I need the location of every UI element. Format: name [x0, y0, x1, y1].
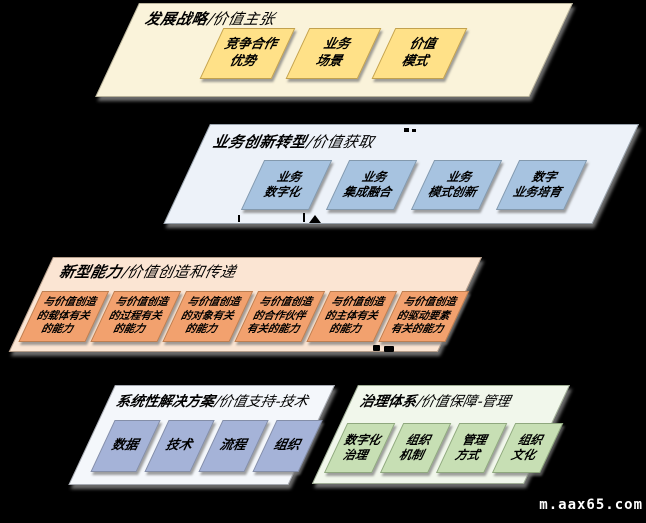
- connector-label-fragment: [384, 346, 394, 352]
- panel-title: 系统性解决方案/价值支持-技术: [113, 391, 314, 411]
- panel-title-main: 系统性解决方案: [113, 394, 219, 410]
- panel-title: 新型能力/价值创造和传递: [56, 261, 242, 282]
- connector-stem: [238, 215, 240, 222]
- box-text-line: 数字化: [342, 433, 385, 447]
- panel-governance-system: 治理体系/价值保障-管理 数字化治理组织机制管理方式组织文化: [311, 385, 570, 484]
- box-text-line: 的能力: [111, 323, 149, 336]
- business-innovation-box: 业务数字化: [240, 160, 333, 210]
- box-text-line: 组织: [516, 433, 547, 447]
- box-text-line: 机制: [397, 448, 428, 462]
- box-text-line: 业务: [275, 170, 306, 184]
- box-text-line: 业务: [445, 170, 476, 184]
- box-text-line: 的合作伙伴: [251, 309, 310, 322]
- box-text-line: 业务: [360, 170, 391, 184]
- box-text-line: 集成融合: [341, 185, 396, 199]
- box-text-line: 与价值创造: [41, 296, 100, 309]
- panel-title-main: 业务创新转型: [210, 133, 312, 151]
- business-innovation-box: 业务模式创新: [410, 160, 503, 210]
- panel-new-capabilities: 新型能力/价值创造和传递 与价值创造的载体有关的能力与价值创造的过程有关的能力与…: [8, 257, 482, 352]
- box-text-line: 有关的能力: [388, 323, 447, 336]
- box-text-line: 与价值创造: [185, 296, 244, 309]
- box-text-line: 优势: [227, 53, 261, 69]
- box-text-line: 的能力: [183, 323, 221, 336]
- box-text-line: 业务: [321, 37, 355, 53]
- box-text-line: 与价值创造: [329, 296, 388, 309]
- connector-mark: [412, 129, 416, 132]
- panel-title-main: 治理体系: [357, 394, 421, 410]
- business-innovation-box: 业务集成融合: [325, 160, 418, 210]
- box-text-line: 的驱动要素: [395, 309, 454, 322]
- box-row: 与价值创造的载体有关的能力与价值创造的过程有关的能力与价值创造的对象有关的能力与…: [18, 291, 470, 342]
- box-text-line: 组织: [271, 437, 305, 453]
- box-text-line: 场景: [313, 53, 347, 69]
- box-text-line: 与价值创造: [257, 296, 316, 309]
- development-strategy-box: 价值模式: [371, 28, 468, 79]
- connector-mark: [404, 128, 409, 132]
- box-row: 数字化治理组织机制管理方式组织文化: [323, 423, 564, 473]
- box-text-line: 有关的能力: [244, 323, 303, 336]
- box-row: 竞争合作优势业务场景价值模式: [199, 28, 468, 79]
- box-text-line: 数字化: [262, 185, 305, 199]
- box-text-line: 流程: [217, 437, 251, 453]
- connector-label-fragment: [373, 345, 380, 351]
- box-text-line: 与价值创造: [113, 296, 172, 309]
- box-row: 数据 技术 流程 组织: [90, 420, 323, 472]
- box-text-line: 业务培育: [511, 185, 566, 199]
- box-text-line: 竞争合作: [222, 37, 282, 53]
- panel-title: 业务创新转型/价值获取: [210, 131, 380, 152]
- box-text-line: 价值: [407, 37, 441, 53]
- up-arrowhead-icon: [309, 215, 321, 223]
- panel-title-sub: /价值主张: [204, 10, 281, 28]
- panel-title: 治理体系/价值保障-管理: [357, 391, 516, 411]
- box-text-line: 模式创新: [426, 185, 481, 199]
- box-text-line: 方式: [453, 448, 484, 462]
- panel-title-sub: /价值保障-管理: [413, 394, 515, 410]
- panel-title-main: 新型能力: [56, 263, 128, 281]
- box-text-line: 文化: [509, 448, 540, 462]
- development-strategy-box: 业务场景: [285, 28, 382, 79]
- panel-development-strategy: 发展战略/价值主张 竞争合作优势业务场景价值模式: [95, 3, 573, 97]
- box-text-line: 的能力: [39, 323, 77, 336]
- box-text-line: 治理: [341, 448, 372, 462]
- watermark: m.aax65.com: [539, 497, 643, 513]
- box-text-line: 的过程有关: [107, 309, 166, 322]
- panel-systematic-solutions: 系统性解决方案/价值支持-技术 数据 技术 流程 组织: [68, 385, 335, 485]
- box-text-line: 数据: [109, 437, 143, 453]
- box-text-line: 的能力: [327, 323, 365, 336]
- panel-title-main: 发展战略: [142, 10, 213, 28]
- connector-stem: [303, 213, 305, 222]
- box-row: 业务数字化业务集成融合业务模式创新数字业务培育: [240, 160, 588, 210]
- development-strategy-box: 竞争合作优势: [199, 28, 296, 79]
- panel-title: 发展战略/价值主张: [142, 8, 281, 29]
- box-text-line: 管理: [460, 433, 491, 447]
- box-text-line: 技术: [163, 437, 197, 453]
- box-text-line: 的载体有关: [35, 309, 94, 322]
- box-text-line: 组织: [404, 433, 435, 447]
- business-innovation-box: 数字业务培育: [495, 160, 588, 210]
- box-text-line: 的主体有关: [323, 309, 382, 322]
- panel-title-sub: /价值创造和传递: [118, 263, 242, 281]
- box-text-line: 数字: [530, 170, 561, 184]
- box-text-line: 与价值创造: [401, 296, 460, 309]
- panel-business-innovation: 业务创新转型/价值获取 业务数字化业务集成融合业务模式创新数字业务培育: [163, 124, 639, 224]
- panel-title-sub: /价值获取: [303, 133, 380, 151]
- panel-title-sub: /价值支持-技术: [211, 394, 313, 410]
- box-text-line: 的对象有关: [179, 309, 238, 322]
- box-text-line: 模式: [399, 53, 433, 69]
